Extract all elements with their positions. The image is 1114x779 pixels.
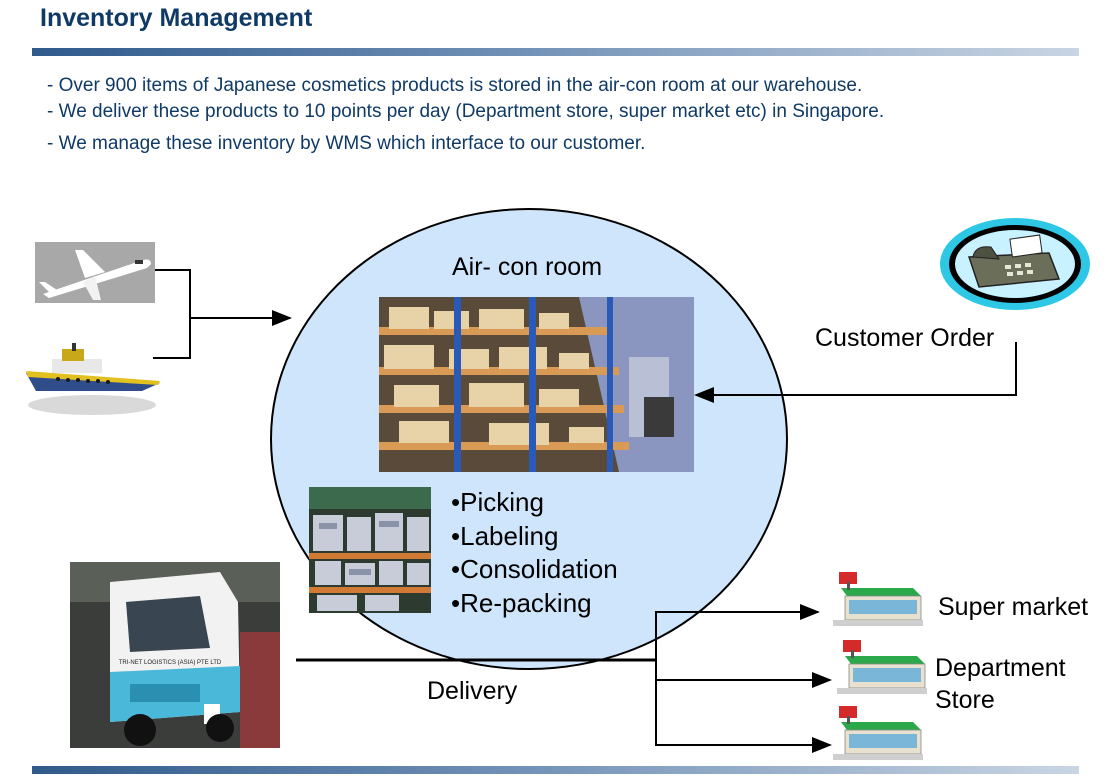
truck-text: TRI-NET LOGISTICS (ASIA) PTE LTD: [119, 660, 222, 666]
task-item: •Re-packing: [451, 587, 592, 618]
page-title: Inventory Management: [40, 4, 313, 32]
store-icon: [833, 572, 923, 626]
fax-icon: [939, 217, 1091, 311]
task-item: •Picking: [451, 487, 544, 517]
customer-order-label: Customer Order: [815, 324, 995, 352]
delivery-label: Delivery: [427, 677, 518, 705]
bullet-list: - Over 900 items of Japanese cosmetics p…: [47, 73, 884, 157]
bullet-item: - We manage these inventory by WMS which…: [47, 133, 646, 154]
store-icon: [833, 706, 923, 760]
header-divider: [32, 48, 1079, 56]
aircon-room-label: Air- con room: [452, 253, 603, 281]
department-label-line2: Store: [935, 686, 995, 714]
ship-icon: [22, 343, 162, 421]
truck-photo: TRI-NET LOGISTICS (ASIA) PTE LTD: [70, 562, 280, 748]
airplane-icon: [35, 242, 155, 303]
department-store-label: Department Store: [935, 652, 1066, 716]
warehouse-shelf-photo: [379, 297, 694, 472]
store-icon: [837, 640, 927, 694]
bullet-item: - We deliver these products to 10 points…: [47, 101, 885, 122]
task-item: •Labeling: [451, 520, 559, 551]
packing-photo: [309, 487, 431, 613]
task-item: •Consolidation: [451, 554, 618, 584]
footer-divider: [32, 766, 1079, 774]
supermarket-label: Super market: [938, 593, 1089, 621]
department-label-line1: Department: [935, 654, 1066, 682]
task-list: •Picking •Labeling •Consolidation •Re-pa…: [451, 486, 618, 620]
bullet-item: - Over 900 items of Japanese cosmetics p…: [47, 75, 863, 96]
